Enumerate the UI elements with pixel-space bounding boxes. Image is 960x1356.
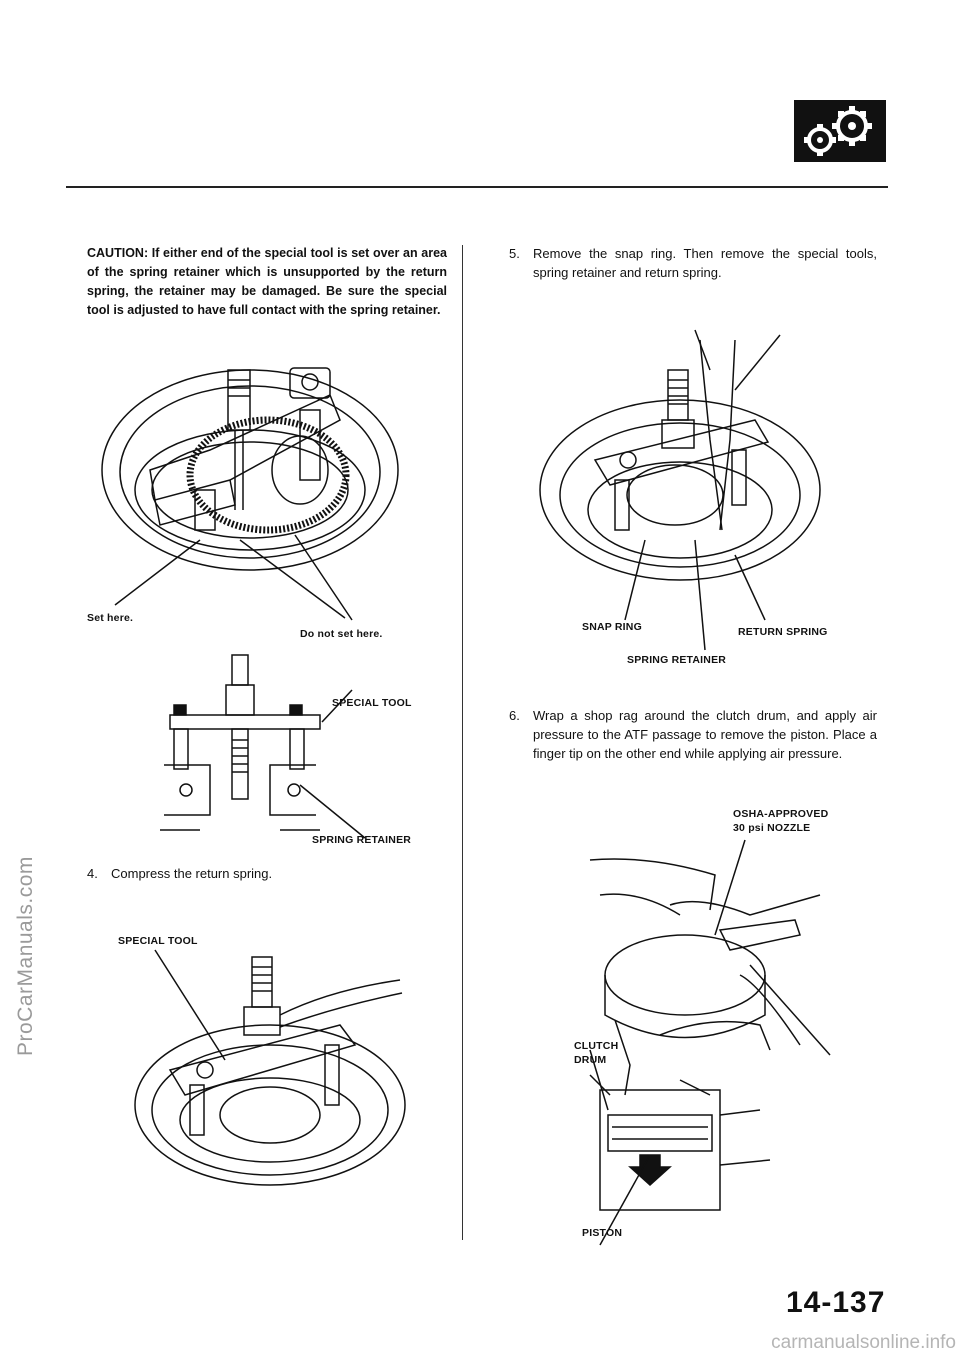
step-5-number: 5. [509,246,520,261]
piston-label: PISTON [582,1227,623,1239]
return-spring-label: RETURN SPRING [738,626,828,638]
nozzle-label-line1: OSHA-APPROVED [733,808,829,820]
special-tool-label-fig3: SPECIAL TOOL [118,935,198,947]
step-5: 5. Remove the snap ring. Then remove the… [509,244,877,282]
step-4-number: 4. [87,866,98,881]
snap-ring-label: SNAP RING [582,621,642,633]
figure-snap-ring-removal [539,329,821,651]
clutch-drum-label-line2: DRUM [574,1054,607,1066]
gear-pair-icon-graphic [804,106,872,156]
clutch-drum-label-line1: CLUTCH [574,1040,619,1052]
header-rule [66,186,888,188]
step-4: 4. Compress the return spring. [87,864,447,883]
special-tool-label-fig2: SPECIAL TOOL [332,697,412,709]
bottom-watermark: carmanualsonline.info [771,1332,956,1353]
step-6-number: 6. [509,708,520,723]
column-divider [462,245,463,1240]
step-5-text: Remove the snap ring. Then remove the sp… [533,246,877,280]
spring-retainer-label-fig4: SPRING RETAINER [627,654,727,666]
page-number: 14-137 [786,1286,886,1319]
side-watermark: ProCarManuals.com [14,856,37,1056]
nozzle-label-line2: 30 psi NOZZLE [733,822,811,834]
figure-tool-on-retainer [101,367,399,621]
figure-air-pressure-piston [589,839,831,1246]
step-6: 6. Wrap a shop rag around the clutch dru… [509,706,877,763]
do-not-set-here-label: Do not set here. [300,628,383,640]
gear-pair-icon [794,100,886,162]
set-here-label: Set here. [87,612,134,624]
figure-compress-spring [134,949,406,1186]
figure-special-tool-section [160,654,366,839]
spring-retainer-label-fig2: SPRING RETAINER [312,834,412,846]
step-4-text: Compress the return spring. [111,866,273,881]
step-6-text: Wrap a shop rag around the clutch drum, … [533,708,877,761]
caution-note: CAUTION: If either end of the special to… [87,246,447,317]
